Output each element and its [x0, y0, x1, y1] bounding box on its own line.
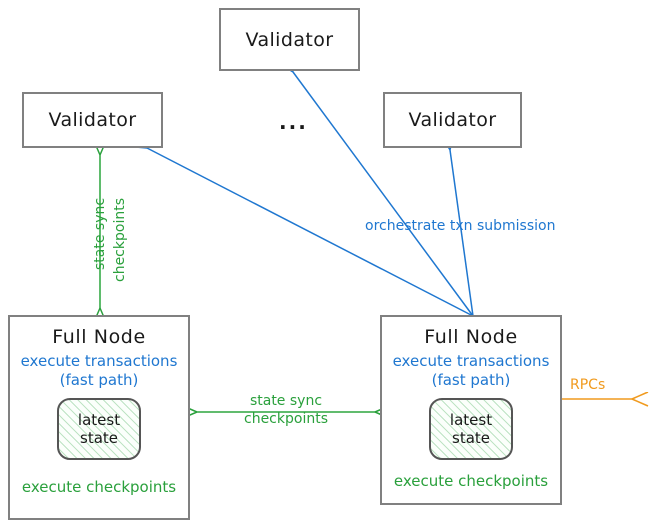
full-node-right[interactable]: Full Node execute transactions (fast pat… [380, 315, 562, 505]
full-node-right-execute-line2: (fast path) [431, 370, 511, 389]
full-node-left-execute-line1: execute transactions [20, 352, 178, 370]
validators-ellipsis: ... [279, 110, 308, 134]
validator-node-top[interactable]: Validator [219, 8, 360, 71]
latest-state-right-line1: latest [449, 410, 493, 429]
full-node-left-execute-line2: (fast path) [59, 370, 139, 389]
state-sync-horizontal-label-line1: state sync [249, 393, 323, 409]
full-node-right-checkpoints: execute checkpoints [393, 471, 549, 490]
validator-node-left[interactable]: Validator [22, 92, 163, 148]
orchestrate-txn-submission-label: orchestrate txn submission [365, 218, 556, 234]
latest-state-left-line1: latest [77, 410, 121, 429]
latest-state-box-right[interactable]: latest state [429, 397, 513, 460]
validator-node-right[interactable]: Validator [383, 92, 522, 148]
full-node-left-checkpoints: execute checkpoints [21, 477, 177, 496]
full-node-right-title: Full Node [424, 326, 518, 348]
full-node-right-execute-line1: execute transactions [392, 352, 550, 370]
validator-right-label: Validator [408, 109, 497, 131]
full-node-left-title: Full Node [52, 326, 146, 348]
rpcs-label: RPCs [570, 377, 606, 393]
validator-left-label: Validator [48, 109, 137, 131]
state-sync-vertical-label-line1: state sync [92, 197, 108, 270]
full-node-left-execute: execute transactions (fast path) [21, 352, 178, 390]
validator-top-label: Validator [245, 28, 334, 51]
state-sync-vertical-label-line2: checkpoints [112, 198, 128, 282]
full-node-right-execute: execute transactions (fast path) [393, 352, 550, 390]
state-sync-horizontal-label-line2: checkpoints [244, 410, 328, 427]
state-sync-horizontal-label: state sync checkpoints [231, 393, 341, 428]
latest-state-box-left[interactable]: latest state [57, 397, 141, 460]
latest-state-left-line2: state [80, 428, 118, 447]
full-node-left[interactable]: Full Node execute transactions (fast pat… [8, 315, 190, 520]
latest-state-right-line2: state [452, 428, 490, 447]
